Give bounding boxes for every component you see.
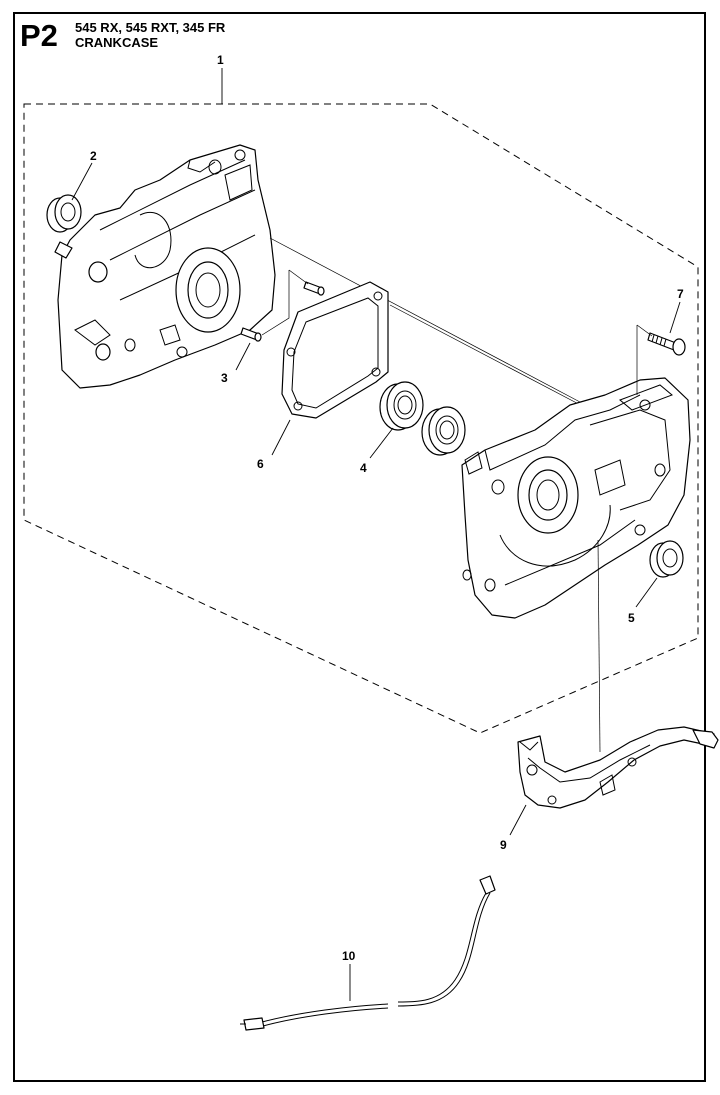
section-title: CRANKCASE xyxy=(75,35,159,50)
callout-5: 5 xyxy=(628,611,635,625)
callout-1: 1 xyxy=(217,53,224,67)
callout-6: 6 xyxy=(257,457,264,471)
drawing-frame xyxy=(13,12,706,1082)
bearing-2 xyxy=(421,406,466,456)
page-code: P2 xyxy=(20,18,58,53)
model-list: 545 RX, 545 RXT, 345 FR xyxy=(75,20,226,35)
left-crankcase-half xyxy=(54,144,276,389)
callout-2: 2 xyxy=(90,149,97,163)
callout-9: 9 xyxy=(500,838,507,852)
seal-right xyxy=(649,540,684,578)
callout-4: 4 xyxy=(360,461,367,475)
bearing-1 xyxy=(379,381,424,431)
bracket xyxy=(517,726,719,809)
right-crankcase-half xyxy=(461,377,691,619)
callout-7: 7 xyxy=(677,287,684,301)
screw xyxy=(647,332,686,356)
dowel-pins xyxy=(240,281,325,342)
gasket xyxy=(281,281,389,419)
seal-left xyxy=(46,194,82,233)
callout-3: 3 xyxy=(221,371,228,385)
cable xyxy=(240,875,496,1031)
callout-10: 10 xyxy=(342,949,356,963)
